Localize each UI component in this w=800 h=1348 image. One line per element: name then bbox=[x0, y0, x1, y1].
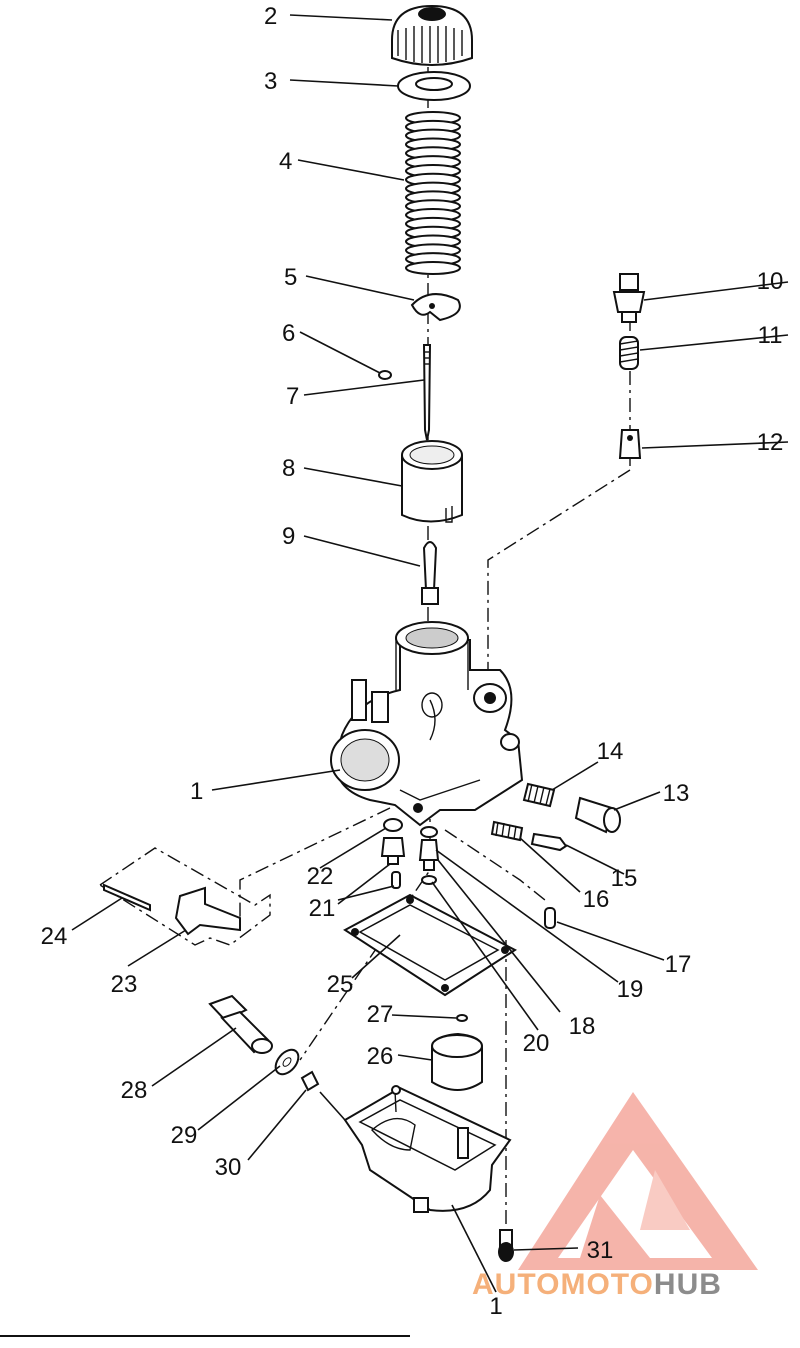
callout-14: 14 bbox=[597, 738, 624, 765]
drain-bolt-washer-part bbox=[274, 1048, 300, 1076]
float-needle-part bbox=[103, 883, 151, 912]
callout-12: 12 bbox=[757, 429, 784, 456]
jet-needle-part bbox=[422, 344, 432, 441]
callout-11: 11 bbox=[758, 322, 783, 349]
idle-screw-spring-part bbox=[522, 782, 556, 808]
callout-29: 29 bbox=[171, 1122, 198, 1149]
callout-4: 4 bbox=[279, 148, 292, 175]
callout-5: 5 bbox=[284, 264, 297, 291]
adjuster-nut-part bbox=[618, 429, 642, 459]
float-pin-group-outline bbox=[99, 847, 271, 946]
callout-20: 20 bbox=[523, 1030, 550, 1057]
float-part bbox=[431, 1032, 483, 1091]
callout-9: 9 bbox=[282, 523, 295, 550]
pilot-screw-spring-part bbox=[490, 820, 524, 842]
float-bowl-gasket-part bbox=[343, 893, 517, 997]
float-pin-part bbox=[174, 886, 241, 936]
cap-gasket-part bbox=[397, 71, 471, 101]
automotohub-watermark-logo bbox=[518, 1092, 758, 1270]
callout-7: 7 bbox=[286, 383, 299, 410]
callout-leader-lines bbox=[71, 14, 789, 1293]
air-screw-cap-part bbox=[544, 907, 556, 929]
callout-30: 30 bbox=[215, 1154, 242, 1181]
drain-fitting-part bbox=[300, 1070, 320, 1092]
throttle-spring-part bbox=[405, 111, 461, 275]
callout-1-body: 1 bbox=[190, 778, 203, 805]
pilot-jet-part bbox=[418, 839, 440, 871]
carburetor-body-part bbox=[330, 621, 524, 827]
top-cap-part bbox=[391, 4, 473, 66]
callout-19: 19 bbox=[617, 976, 644, 1003]
idle-adjust-screw-part bbox=[574, 796, 621, 834]
callout-1-bowl: 1 bbox=[489, 1293, 502, 1320]
spring-coil bbox=[405, 261, 461, 275]
cable-adjuster-part bbox=[612, 273, 646, 323]
automotohub-watermark-text: AUTOMOTOHUB bbox=[472, 1268, 722, 1301]
callout-6: 6 bbox=[282, 320, 295, 347]
e-clip-part bbox=[378, 370, 392, 380]
float-washer-part bbox=[456, 1014, 468, 1022]
pilot-screw-part bbox=[530, 832, 568, 852]
watermark-brand-automoto: AUTOMOTO bbox=[472, 1268, 654, 1301]
main-jet-holder-part bbox=[380, 818, 406, 889]
throttle-valve-part bbox=[401, 440, 463, 523]
callout-26: 26 bbox=[367, 1043, 394, 1070]
callout-13: 13 bbox=[663, 780, 690, 807]
drain-bolt-part bbox=[208, 994, 273, 1054]
callout-3: 3 bbox=[264, 68, 277, 95]
callout-27: 27 bbox=[367, 1001, 394, 1028]
callout-18: 18 bbox=[569, 1013, 596, 1040]
needle-retainer-part bbox=[410, 293, 461, 322]
callout-21: 21 bbox=[309, 895, 336, 922]
callout-labels: 2 3 4 5 6 7 8 9 10 11 12 1 13 14 15 16 1… bbox=[41, 3, 784, 1320]
callout-17: 17 bbox=[665, 951, 692, 978]
jet-o-ring-part bbox=[420, 826, 438, 885]
needle-jet-part bbox=[421, 541, 439, 605]
svg-text:AUTOMOTOHUB: AUTOMOTOHUB bbox=[472, 1268, 722, 1301]
callout-8: 8 bbox=[282, 455, 295, 482]
adjuster-spring-part bbox=[619, 336, 639, 370]
float-bowl-part bbox=[343, 1085, 512, 1213]
callout-22: 22 bbox=[307, 863, 334, 890]
callout-31: 31 bbox=[587, 1237, 614, 1264]
callout-10: 10 bbox=[757, 268, 784, 295]
bowl-screw-part bbox=[498, 1229, 514, 1262]
callout-15: 15 bbox=[611, 865, 638, 892]
callout-16: 16 bbox=[583, 886, 610, 913]
callout-2: 2 bbox=[264, 3, 277, 30]
callout-23: 23 bbox=[111, 971, 138, 998]
watermark-brand-hub: HUB bbox=[654, 1268, 722, 1301]
callout-25: 25 bbox=[327, 971, 354, 998]
callout-24: 24 bbox=[41, 923, 68, 950]
callout-28: 28 bbox=[121, 1077, 148, 1104]
